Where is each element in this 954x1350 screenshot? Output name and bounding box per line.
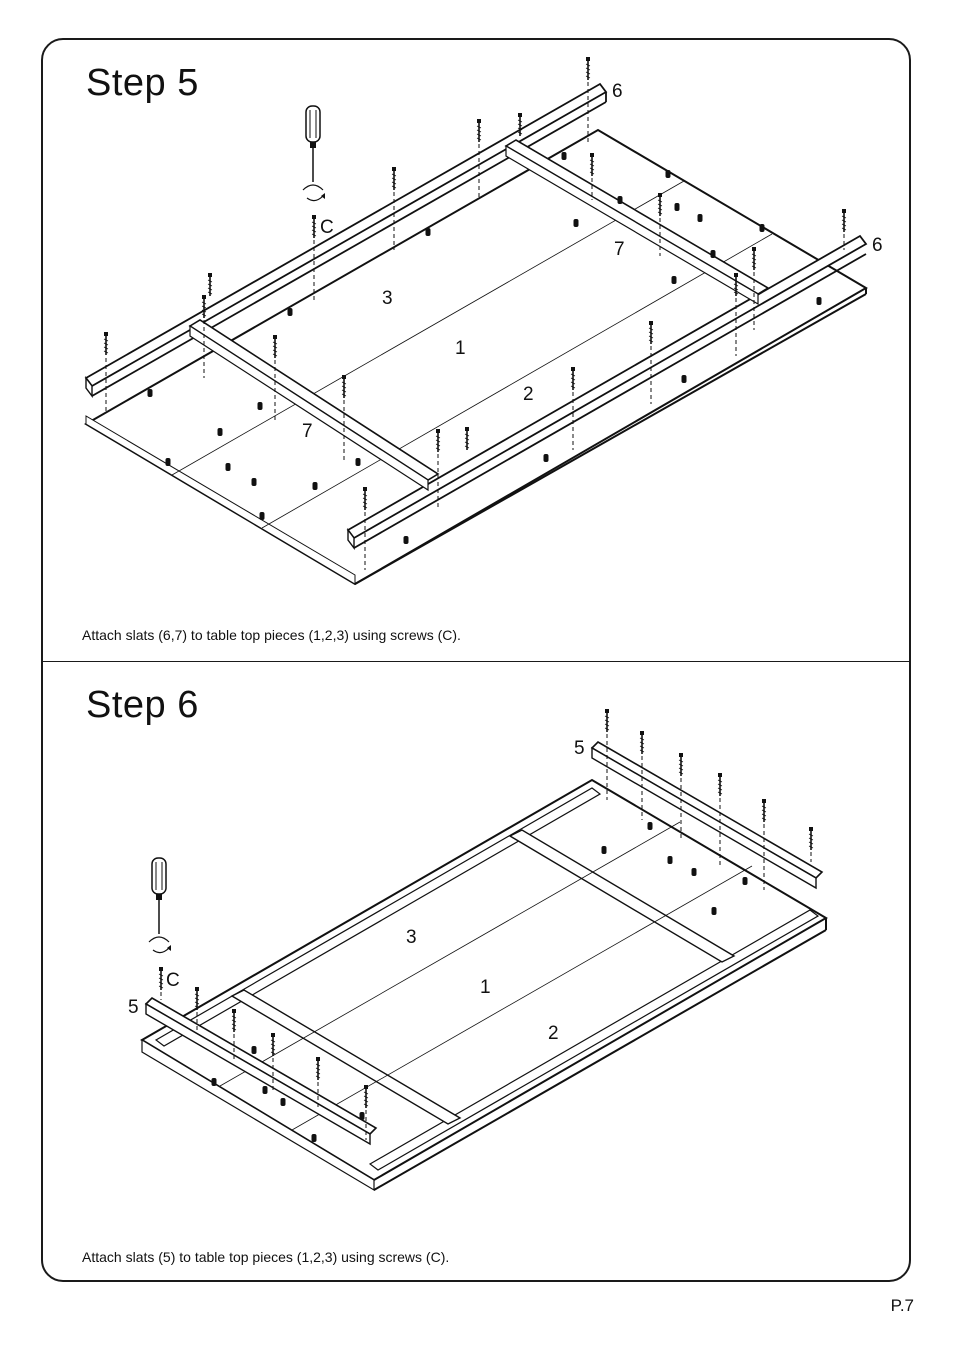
step5-label-screw-c: C — [320, 217, 334, 238]
step5-label-slat-6-right: 6 — [872, 235, 883, 256]
step6-label-screw-c: C — [166, 970, 180, 991]
step6-diagram — [140, 708, 828, 1192]
step5-title: Step 5 — [86, 62, 199, 104]
step5-label-slat-7-back: 7 — [614, 239, 625, 260]
page-number: P.7 — [890, 1296, 914, 1315]
step6-title: Step 6 — [86, 684, 199, 726]
step5-diagram — [84, 56, 868, 586]
step6-caption: Attach slats (5) to table top pieces (1,… — [82, 1249, 450, 1265]
step6-label-piece-3: 3 — [406, 927, 417, 948]
step5-caption: Attach slats (6,7) to table top pieces (… — [82, 627, 461, 643]
step5-label-piece-3: 3 — [382, 288, 393, 309]
step5-label-slat-6-top: 6 — [612, 81, 623, 102]
step5-label-slat-7-front: 7 — [302, 421, 313, 442]
step6-label-slat-5-right: 5 — [574, 738, 585, 759]
step6-label-piece-2: 2 — [548, 1023, 559, 1044]
step6-label-piece-1: 1 — [480, 977, 491, 998]
step6-label-slat-5-left: 5 — [128, 997, 139, 1018]
step-divider — [41, 661, 911, 662]
page-frame — [41, 38, 911, 1282]
step5-label-piece-1: 1 — [455, 338, 466, 359]
step5-label-piece-2: 2 — [523, 384, 534, 405]
